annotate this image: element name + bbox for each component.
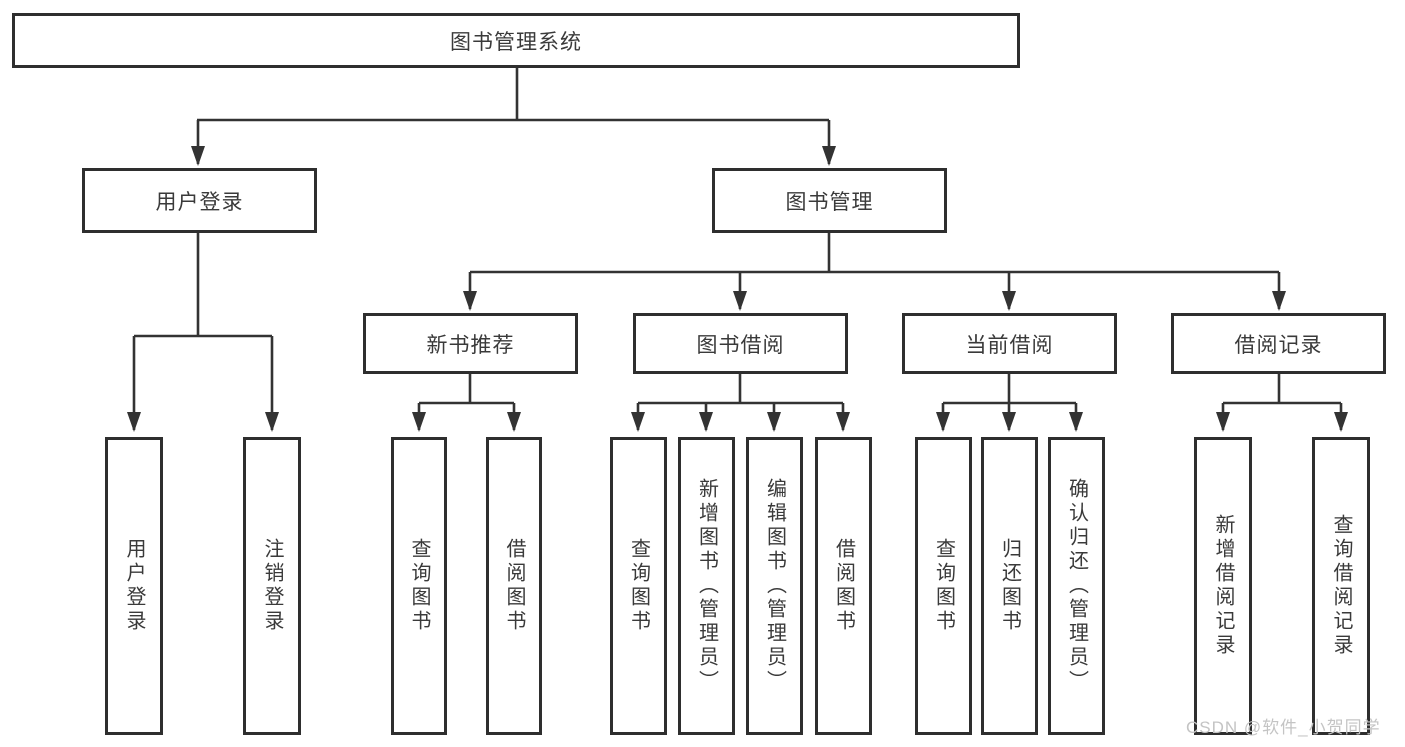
node-br-add-record: 新增借阅记录 <box>1194 437 1252 735</box>
node-book-mgmt: 图书管理 <box>712 168 947 233</box>
node-v-logout: 注销登录 <box>243 437 301 735</box>
node-bb-borrow-books-label: 借阅图书 <box>832 538 855 634</box>
node-user-login-label: 用户登录 <box>155 190 244 214</box>
node-bb-edit-books-label: 编辑图书（管理员） <box>763 478 786 694</box>
node-root: 图书管理系统 <box>12 13 1020 68</box>
node-current-borrow-label: 当前借阅 <box>965 333 1054 357</box>
node-cb-return-books: 归还图书 <box>981 437 1038 735</box>
node-borrow-records-label: 借阅记录 <box>1234 333 1323 357</box>
csdn-watermark: CSDN @软件_小贺同学 <box>1186 718 1381 737</box>
node-cb-return-books-label: 归还图书 <box>998 538 1021 634</box>
node-bb-add-books: 新增图书（管理员） <box>678 437 735 735</box>
node-br-add-record-label: 新增借阅记录 <box>1212 514 1234 658</box>
node-nb-borrow-books: 借阅图书 <box>486 437 542 735</box>
node-book-borrow-label: 图书借阅 <box>696 333 785 357</box>
node-bb-query-books-label: 查询图书 <box>627 538 650 634</box>
node-cb-confirm-return-label: 确认归还（管理员） <box>1065 478 1088 694</box>
node-bb-add-books-label: 新增图书（管理员） <box>695 478 718 694</box>
node-bb-borrow-books: 借阅图书 <box>815 437 872 735</box>
node-bb-query-books: 查询图书 <box>610 437 667 735</box>
node-v-user-login-label: 用户登录 <box>123 538 145 634</box>
node-cb-query-books: 查询图书 <box>915 437 972 735</box>
node-v-logout-label: 注销登录 <box>261 538 283 634</box>
node-new-books: 新书推荐 <box>363 313 578 374</box>
node-cb-query-books-label: 查询图书 <box>932 538 955 634</box>
node-user-login: 用户登录 <box>82 168 317 233</box>
node-nb-query-books: 查询图书 <box>391 437 447 735</box>
node-borrow-records: 借阅记录 <box>1171 313 1386 374</box>
node-br-query-record: 查询借阅记录 <box>1312 437 1370 735</box>
node-book-mgmt-label: 图书管理 <box>785 190 874 214</box>
node-book-borrow: 图书借阅 <box>633 313 848 374</box>
node-root-label: 图书管理系统 <box>450 30 582 54</box>
node-nb-borrow-books-label: 借阅图书 <box>503 538 525 634</box>
node-br-query-record-label: 查询借阅记录 <box>1330 514 1352 658</box>
node-cb-confirm-return: 确认归还（管理员） <box>1048 437 1105 735</box>
node-new-books-label: 新书推荐 <box>426 333 515 357</box>
node-bb-edit-books: 编辑图书（管理员） <box>746 437 803 735</box>
node-v-user-login: 用户登录 <box>105 437 163 735</box>
node-nb-query-books-label: 查询图书 <box>408 538 430 634</box>
node-current-borrow: 当前借阅 <box>902 313 1117 374</box>
